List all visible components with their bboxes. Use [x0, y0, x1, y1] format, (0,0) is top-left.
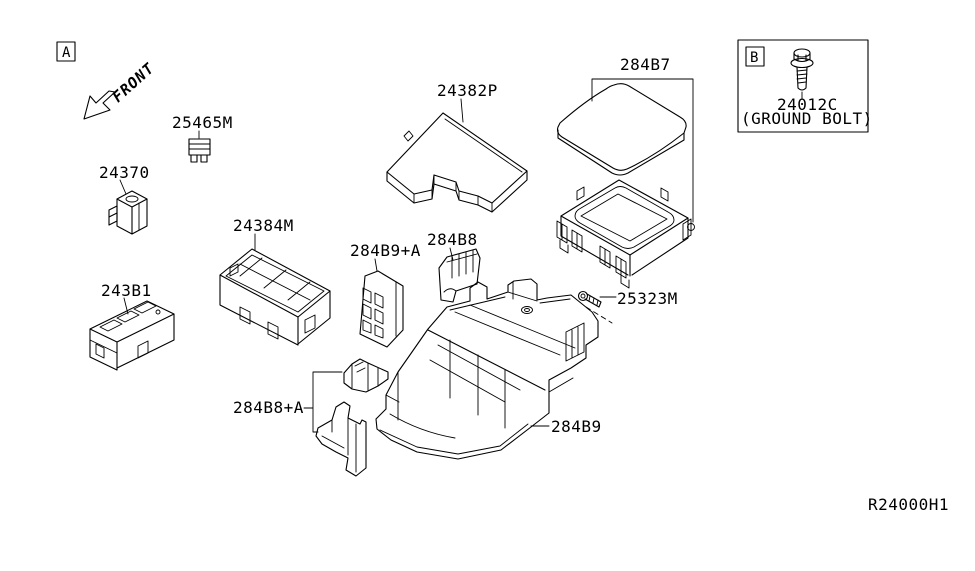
callout-284b9a[interactable]: 284B9+A — [350, 241, 421, 260]
inset-b-box — [737, 39, 869, 133]
callout-25323m[interactable]: 25323M — [617, 289, 678, 308]
leader-25323m-dashed — [585, 306, 613, 324]
callout-24382p[interactable]: 24382P — [437, 81, 498, 100]
part-housing-24384m — [219, 233, 331, 346]
part-relay-24370 — [108, 179, 148, 235]
callout-25465m[interactable]: 25465M — [172, 113, 233, 132]
leader-284b7 — [591, 78, 694, 223]
front-label: FRONT — [109, 59, 158, 106]
part-cover-24382p — [386, 98, 528, 213]
reference-code: R24000H1 — [868, 495, 949, 514]
part-bracket-284b8a — [303, 358, 389, 477]
part-box-284b7 — [556, 179, 695, 289]
leader-284b8a — [303, 371, 343, 433]
part-screw-25323m — [577, 290, 617, 324]
callout-24384m[interactable]: 24384M — [233, 216, 294, 235]
callout-24012c[interactable]: 24012C — [777, 95, 838, 114]
callout-24370[interactable]: 24370 — [99, 163, 150, 182]
ground-bolt-icon — [790, 48, 814, 91]
front-arrow-icon — [83, 90, 116, 120]
part-fuse-25465m — [188, 130, 211, 163]
callout-284b8a[interactable]: 284B8+A — [233, 398, 304, 417]
section-a-label: A — [62, 45, 71, 61]
inset-b: B 24012C (GROUND BOLT) — [737, 39, 873, 133]
leader-24370 — [119, 179, 127, 195]
part-fuseblock-243b1 — [89, 297, 175, 371]
callout-284b9[interactable]: 284B9 — [551, 417, 602, 436]
leader-243b1 — [123, 297, 129, 315]
part-housing-284b9 — [375, 278, 599, 460]
callout-284b8[interactable]: 284B8 — [427, 230, 478, 249]
callout-284b7[interactable]: 284B7 — [620, 55, 671, 74]
section-b-box — [745, 46, 765, 67]
callout-243b1[interactable]: 243B1 — [101, 281, 152, 300]
leader-284b9a — [374, 258, 378, 272]
section-b-label: B — [750, 50, 758, 66]
part-bracket-284b9a — [359, 258, 404, 348]
leader-24382p — [460, 98, 464, 123]
section-a-box — [56, 41, 76, 62]
leader-284b8 — [449, 247, 454, 261]
part-bracket-284b8 — [438, 247, 481, 303]
part-lid-284b7 — [556, 83, 687, 176]
ground-bolt-note: (GROUND BOLT) — [741, 109, 873, 128]
